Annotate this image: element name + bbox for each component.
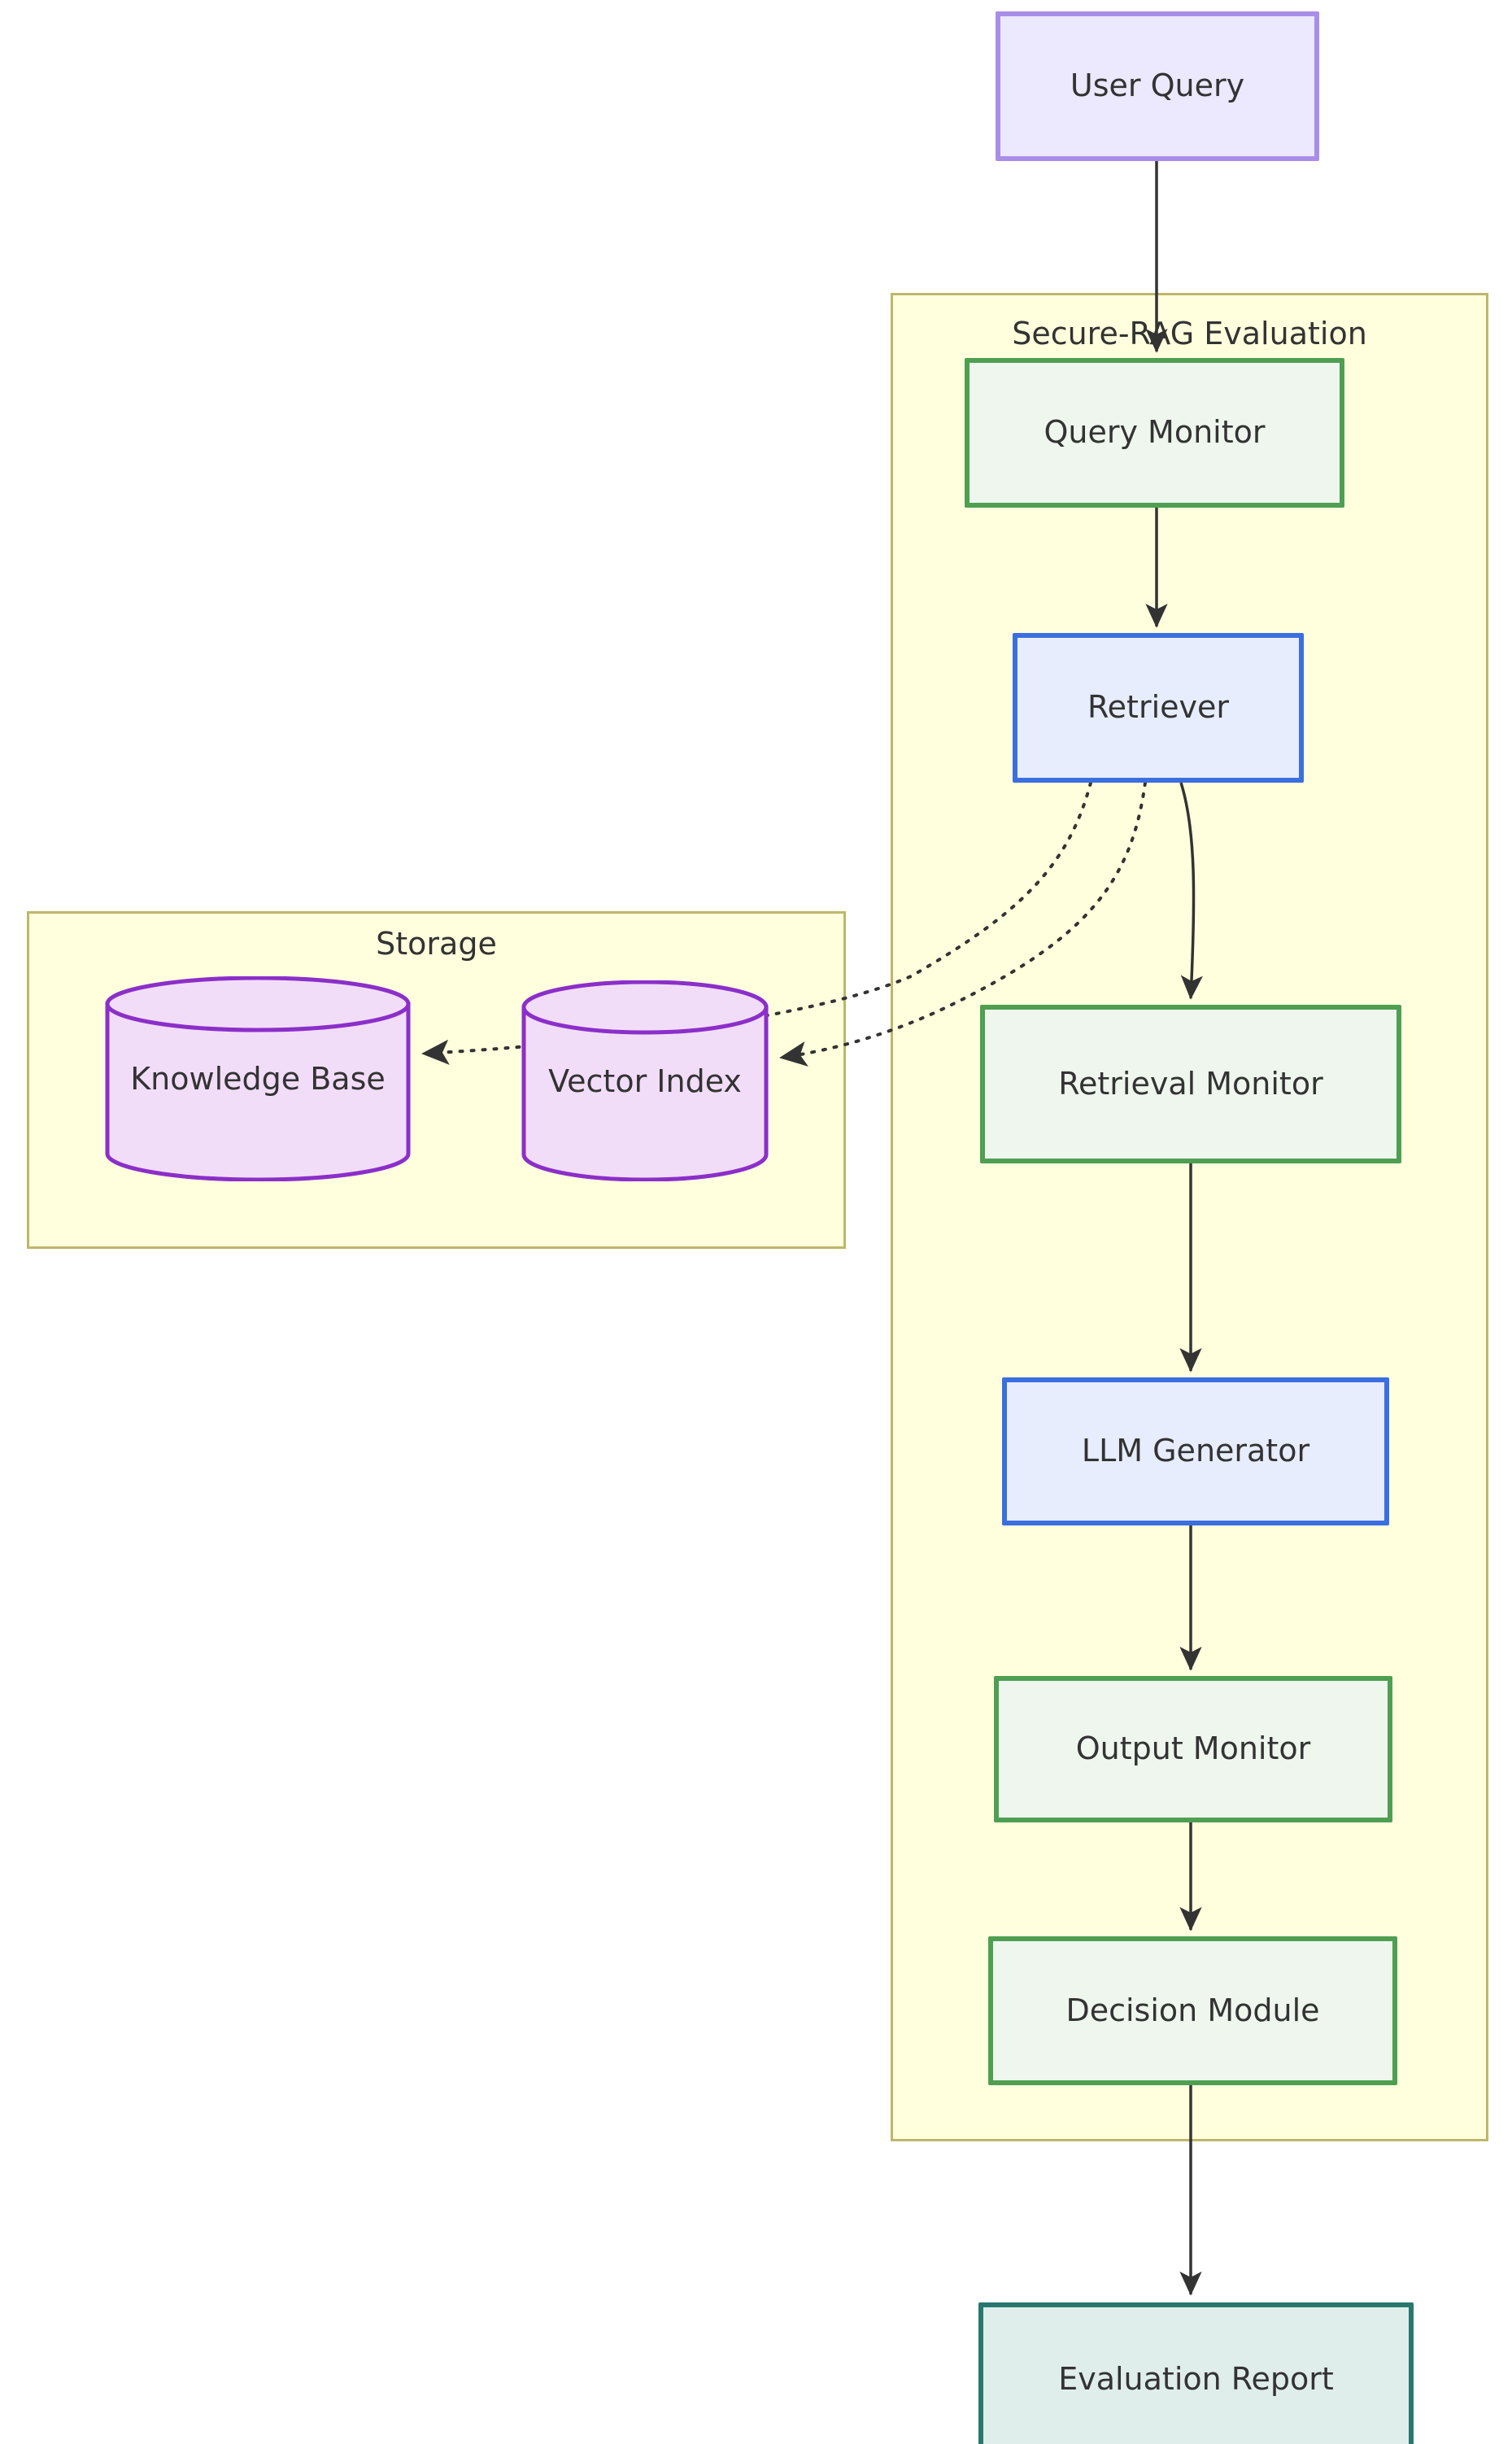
vector-index-cylinder-icon (521, 980, 769, 1181)
node-knowledge-base[interactable]: Knowledge Base (104, 976, 412, 1181)
subgraph-storage-title: Storage (376, 926, 497, 962)
subgraph-secure-rag-evaluation (891, 293, 1488, 2141)
node-user-query-label: User Query (1070, 68, 1245, 104)
node-knowledge-base-label: Knowledge Base (130, 1061, 386, 1097)
node-retrieval-monitor[interactable]: Retrieval Monitor (980, 1005, 1401, 1163)
node-query-monitor-label: Query Monitor (1044, 414, 1266, 451)
node-retriever-label: Retriever (1087, 689, 1230, 726)
node-output-monitor[interactable]: Output Monitor (994, 1676, 1392, 1822)
node-output-monitor-label: Output Monitor (1075, 1730, 1311, 1767)
node-vector-index-label: Vector Index (548, 1063, 742, 1099)
node-query-monitor[interactable]: Query Monitor (965, 358, 1344, 508)
knowledge-base-cylinder-icon (105, 976, 411, 1181)
subgraph-secure-rag-title: Secure-RAG Evaluation (1012, 316, 1367, 351)
node-retriever[interactable]: Retriever (1013, 633, 1304, 783)
node-llm-generator[interactable]: LLM Generator (1002, 1377, 1389, 1525)
node-vector-index[interactable]: Vector Index (521, 980, 769, 1181)
node-evaluation-report[interactable]: Evaluation Report (978, 2302, 1414, 2444)
node-decision-module[interactable]: Decision Module (988, 1936, 1397, 2085)
node-user-query[interactable]: User Query (996, 11, 1319, 161)
node-decision-module-label: Decision Module (1065, 1992, 1320, 2028)
node-evaluation-report-label: Evaluation Report (1058, 2361, 1334, 2398)
node-llm-generator-label: LLM Generator (1081, 1433, 1310, 1469)
node-retrieval-monitor-label: Retrieval Monitor (1058, 1065, 1323, 1102)
